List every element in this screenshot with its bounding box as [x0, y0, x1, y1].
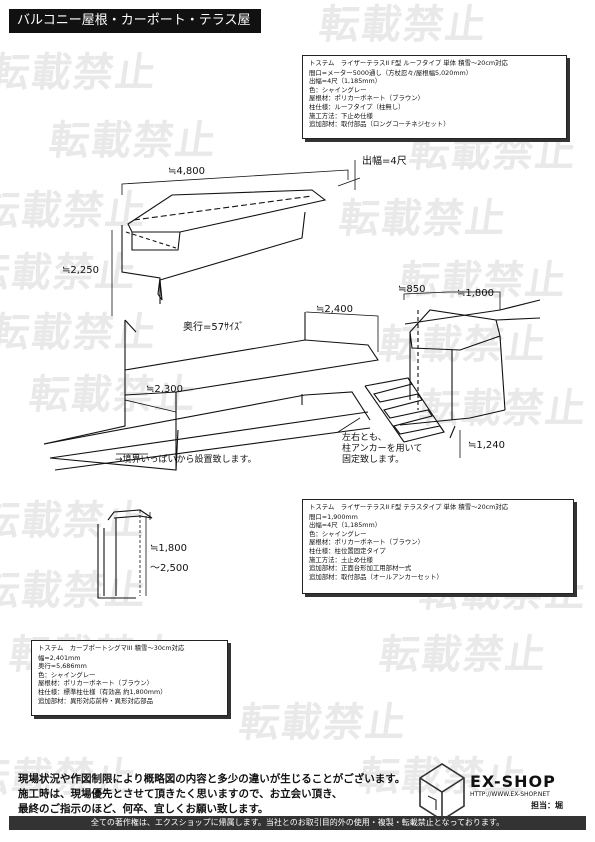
- spec-line: 色：シャイングレー: [38, 670, 96, 679]
- dim-1800-label: ≒1,800: [457, 288, 495, 299]
- spec-line: 幅=2,401mm: [38, 653, 81, 662]
- balcony-roof-outline: [127, 189, 327, 233]
- shop-logo: EX-SHOP: [470, 772, 556, 791]
- dim-850-label: ≒850: [398, 284, 426, 295]
- spec-line: 追加部材：異形対応前枠・異形対応部品: [38, 696, 154, 705]
- spec-box-terrace-type: トステム ライザーテラスII F型 テラスタイプ 単体 積雪～20cm対応 間口…: [302, 499, 574, 594]
- arrow-left-icon: →: [115, 455, 123, 465]
- spec-line: 奥行=5,686mm: [38, 662, 87, 671]
- spec-box-terrace-roof: トステム ライザーテラスII F型 ルーフタイプ 単体 積雪～20cm対応 間口…: [302, 55, 567, 139]
- spec-line: 屋根材：ポリカーボネート（ブラウン）: [38, 679, 154, 688]
- terrace-wall: [404, 299, 541, 325]
- spec-line: 色：シャイングレー: [309, 529, 367, 538]
- spec-line: 出幅=4尺（1,185mm）: [309, 77, 382, 86]
- spec-header: トステム カーブポートシグマIII 積雪～30cm対応: [38, 644, 185, 652]
- staff-label: 担当：堀: [531, 801, 563, 810]
- dim-2300-line: [124, 399, 177, 413]
- spec-line: 間口=1,900mm: [309, 512, 358, 521]
- dim-1240-label: ≒1,240: [468, 440, 506, 451]
- spec-line: 施工方法：下止め仕様: [309, 111, 373, 120]
- dim-depth-label: 出幅=4尺: [362, 156, 407, 167]
- dim-2400-label: ≒2,400: [316, 304, 354, 315]
- dim-850-line: [403, 291, 449, 300]
- spec-line: 柱仕様：柱位置固定タイプ: [309, 546, 386, 555]
- spec-header: トステム ライザーテラスII F型 テラスタイプ 単体 積雪～20cm対応: [309, 503, 509, 511]
- dim-1800-line: [448, 291, 501, 310]
- balcony-wall: [121, 211, 306, 301]
- stairs: [364, 377, 445, 443]
- spec-line: 追加部材：取付部品（ロングコーチネジセット）: [309, 120, 450, 129]
- spec-header: トステム ライザーテラスII F型 ルーフタイプ 単体 積雪～20cm対応: [309, 59, 508, 67]
- shop-url: HTTP://WWW.EX-SHOP.NET: [470, 791, 550, 798]
- dim-2400-line: [305, 311, 379, 352]
- height-1800-label: ≒1,800: [150, 543, 188, 554]
- spec-line: 屋根材：ポリカーボネート（ブラウン）: [309, 94, 425, 103]
- dim-4800-label: ≒4,800: [168, 166, 206, 177]
- ground-line: [43, 391, 371, 445]
- spec-box-carport: トステム カーブポートシグマIII 積雪～30cm対応 幅=2,401mm 奥行…: [31, 640, 228, 716]
- balcony-roof-front: [131, 231, 181, 251]
- footer-disclaimer: 現場状況や作図制限により概略図の内容と多少の違いが生じることがございます。 施工…: [18, 773, 406, 815]
- anchor-note: 左右とも、 柱アンカーを用いて 固定致します。: [342, 433, 423, 465]
- dim-depth-line: [337, 177, 361, 187]
- spec-line: 間口=メーター5000通し（方杖忍々/屋根幅5,020mm）: [309, 68, 473, 77]
- terrace-roof: [409, 309, 501, 351]
- spec-line: 施工方法：土止め仕様: [309, 555, 373, 564]
- spec-line: 追加部材：正面台形加工用部材一式: [309, 564, 412, 573]
- dim-depth-carport-label: 奥行=57ｻｲｽﾞ: [183, 322, 245, 333]
- spec-line: 追加部材：取付部品（オールアンカーセット）: [309, 572, 443, 581]
- spec-line: 色：シャイングレー: [309, 85, 367, 94]
- spec-line: 柱仕様：ルーフタイプ（柱無し）: [309, 102, 405, 111]
- dim-2250-label: ≒2,250: [62, 265, 100, 276]
- dim-2300-label: ≒2,300: [146, 384, 184, 395]
- spec-line: 出幅=4尺（1,185mm）: [309, 521, 382, 530]
- spec-line: 柱仕様：標準柱仕様（有効高 約1,800mm）: [38, 687, 167, 696]
- spec-line: 屋根材：ポリカーボネート（ブラウン）: [309, 538, 425, 547]
- boundary-note: →境界いっぱいから設置致します。: [115, 455, 257, 465]
- dim-4800-line: [121, 169, 349, 195]
- copyright-bar: 全ての著作権は、エクスショップに帰属します。当社とのお取引目的外の使用・複製・転…: [9, 816, 586, 830]
- page-title: バルコニー屋根・カーポート・テラス屋根: [9, 9, 261, 52]
- height-2500-label: ～2,500: [150, 563, 189, 574]
- carport-elevation: [107, 509, 153, 521]
